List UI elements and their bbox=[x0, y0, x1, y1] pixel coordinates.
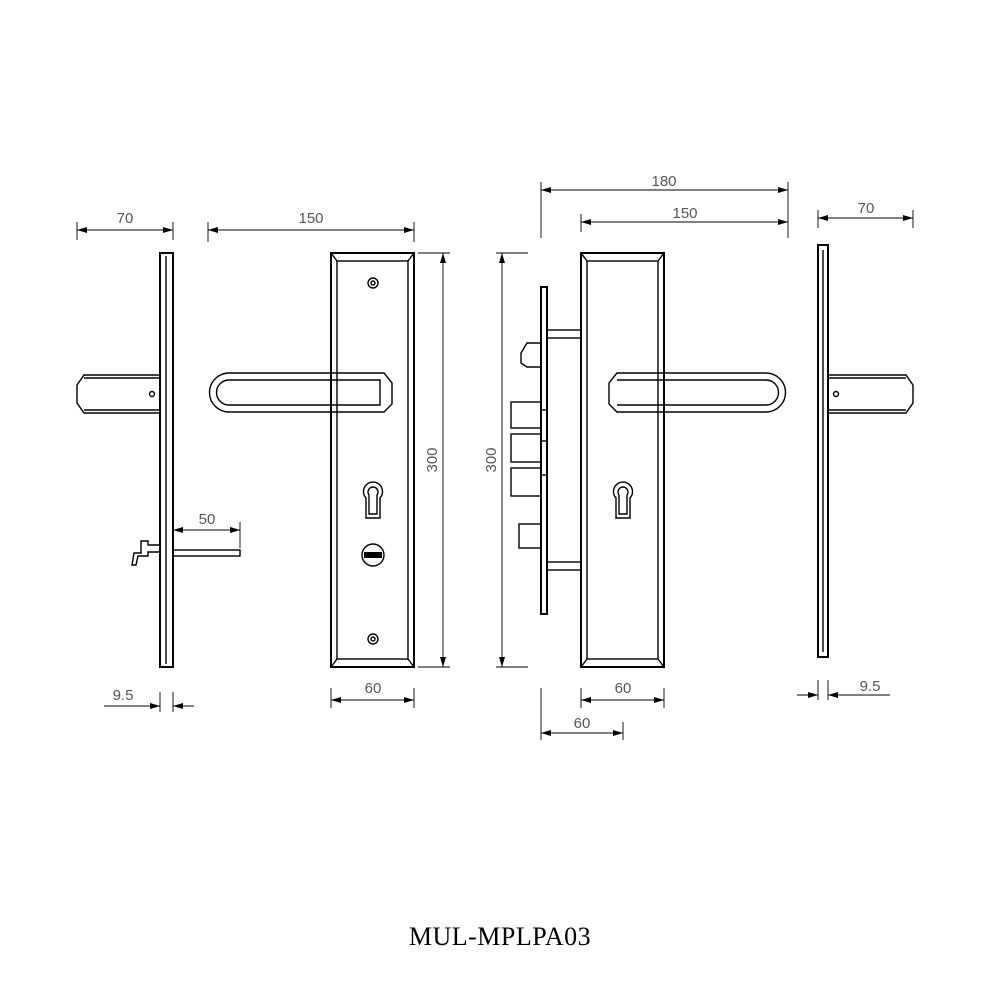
left-side-handle bbox=[76, 374, 160, 414]
dim-left-front-height: 300 bbox=[424, 447, 441, 472]
latch-bolt bbox=[520, 342, 541, 368]
dim-right-front-width: 150 bbox=[672, 205, 697, 222]
right-keyhole bbox=[612, 481, 634, 519]
dead-bolt-3 bbox=[510, 467, 542, 497]
left-lever-handle bbox=[208, 372, 393, 413]
thumbturn bbox=[131, 540, 160, 566]
dead-bolt-1 bbox=[510, 401, 542, 429]
privacy-indicator bbox=[361, 543, 385, 567]
dim-left-plate-thickness: 9.5 bbox=[113, 687, 134, 704]
dim-left-side-width: 70 bbox=[117, 210, 134, 227]
dim-left-front-width: 150 bbox=[298, 210, 323, 227]
dim-right-plate-width: 60 bbox=[615, 680, 632, 697]
screw-top bbox=[367, 277, 379, 289]
dim-right-height: 300 bbox=[483, 447, 500, 472]
dim-right-overall-width: 180 bbox=[651, 173, 676, 190]
left-front-view bbox=[208, 252, 415, 668]
dim-right-side-width: 70 bbox=[858, 200, 875, 217]
mortise-body bbox=[546, 329, 582, 571]
model-code: MUL-MPLPA03 bbox=[408, 922, 592, 951]
right-front-plate bbox=[580, 252, 665, 668]
right-side-handle bbox=[828, 374, 914, 414]
cylinder-keyhole bbox=[362, 481, 384, 519]
left-front-plate bbox=[330, 252, 415, 668]
dim-left-plate-width: 60 bbox=[365, 680, 382, 697]
right-lever-handle bbox=[608, 372, 787, 413]
left-side-view bbox=[76, 252, 241, 668]
left-side-plate bbox=[159, 252, 174, 668]
dim-spindle-length: 50 bbox=[199, 511, 216, 528]
dim-right-plate-thickness: 9.5 bbox=[860, 678, 881, 695]
right-side-view bbox=[817, 244, 914, 658]
right-front-view bbox=[510, 252, 787, 668]
mortise-faceplate bbox=[540, 286, 548, 615]
screw-bottom bbox=[367, 633, 379, 645]
auxiliary-latch bbox=[518, 523, 542, 549]
dead-bolt-2 bbox=[510, 433, 542, 463]
dim-backset: 60 bbox=[574, 715, 591, 732]
spindle bbox=[172, 549, 241, 557]
right-side-plate bbox=[817, 244, 829, 658]
dimension-lines: 70 150 300 50 9.5 60 180 150 bbox=[76, 173, 914, 740]
